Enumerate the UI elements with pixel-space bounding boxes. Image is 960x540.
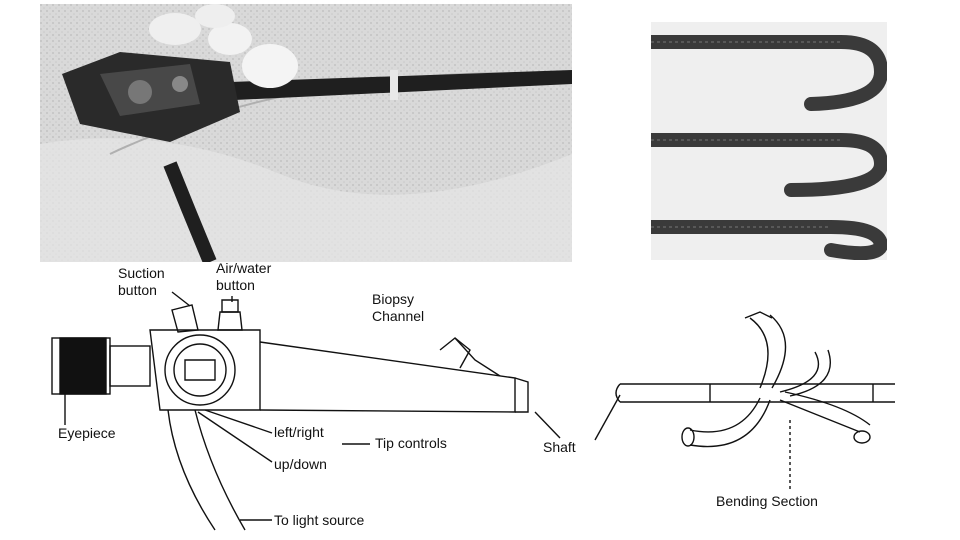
label-eyepiece: Eyepiece xyxy=(58,425,116,441)
label-tip-controls: Tip controls xyxy=(375,435,447,451)
control-knob xyxy=(165,335,235,405)
air-water-button-shape xyxy=(218,312,242,330)
label-suction-line1: Suction xyxy=(118,265,165,281)
label-left-right: left/right xyxy=(274,424,324,440)
label-shaft: Shaft xyxy=(543,439,576,455)
label-biopsy-line1: Biopsy xyxy=(372,291,414,307)
label-suction-line2: button xyxy=(118,282,157,298)
label-bending-section: Bending Section xyxy=(716,493,818,509)
suction-button-shape xyxy=(172,305,198,332)
label-air-water-line1: Air/water xyxy=(216,260,272,276)
label-to-light-source: To light source xyxy=(274,512,364,528)
label-biopsy-line2: Channel xyxy=(372,308,424,324)
label-up-down: up/down xyxy=(274,456,327,472)
label-air-water-line2: button xyxy=(216,277,255,293)
